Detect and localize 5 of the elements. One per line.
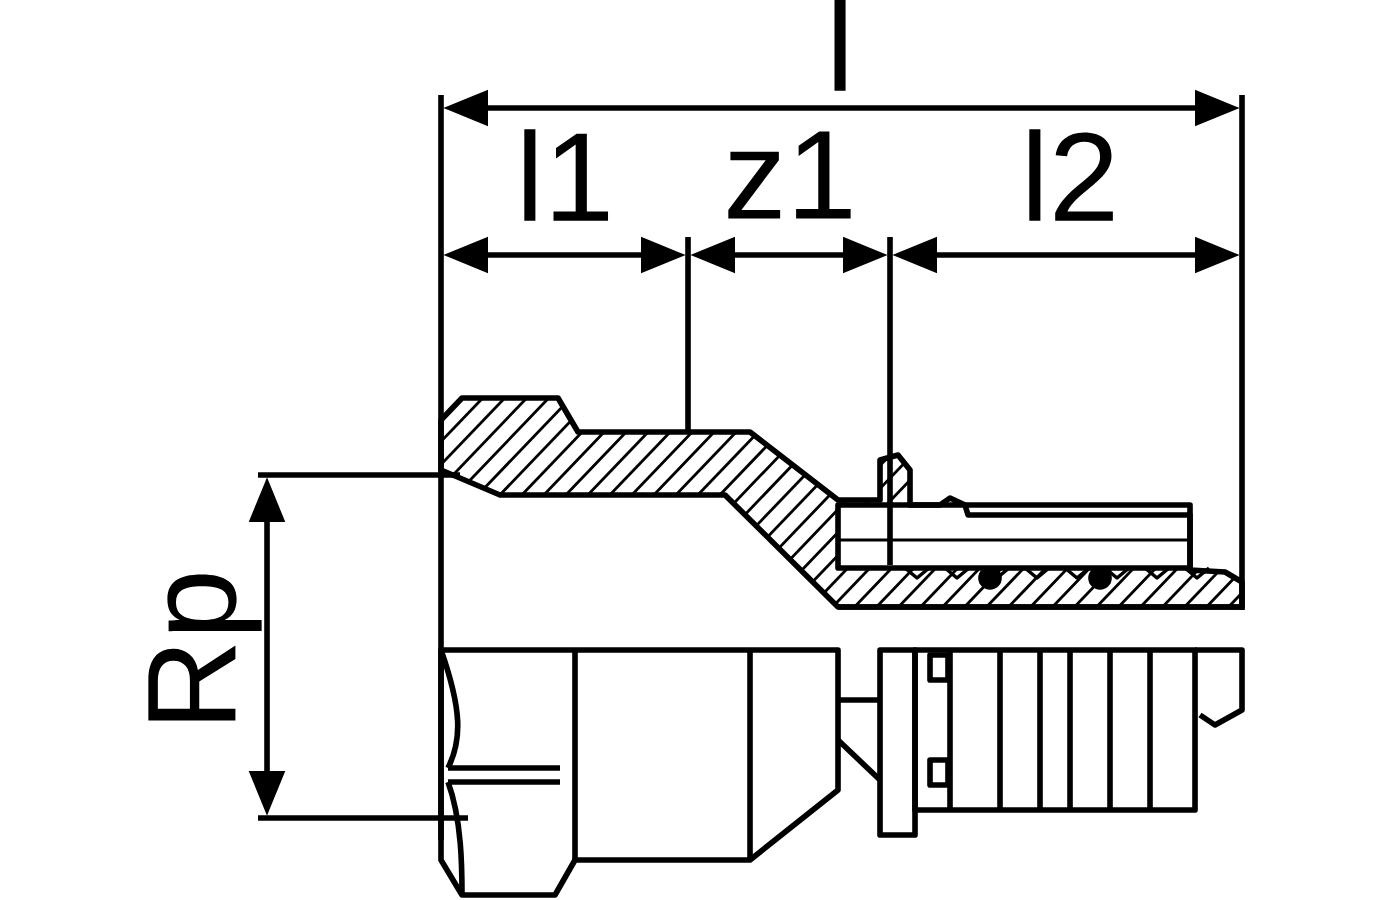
dimension-label: l [834, 0, 846, 91]
dimension-label: Rp [148, 574, 262, 721]
dimension-label: l2 [1029, 129, 1113, 221]
dimension-label: z1 [728, 131, 851, 219]
dimension-label: l1 [524, 129, 608, 221]
